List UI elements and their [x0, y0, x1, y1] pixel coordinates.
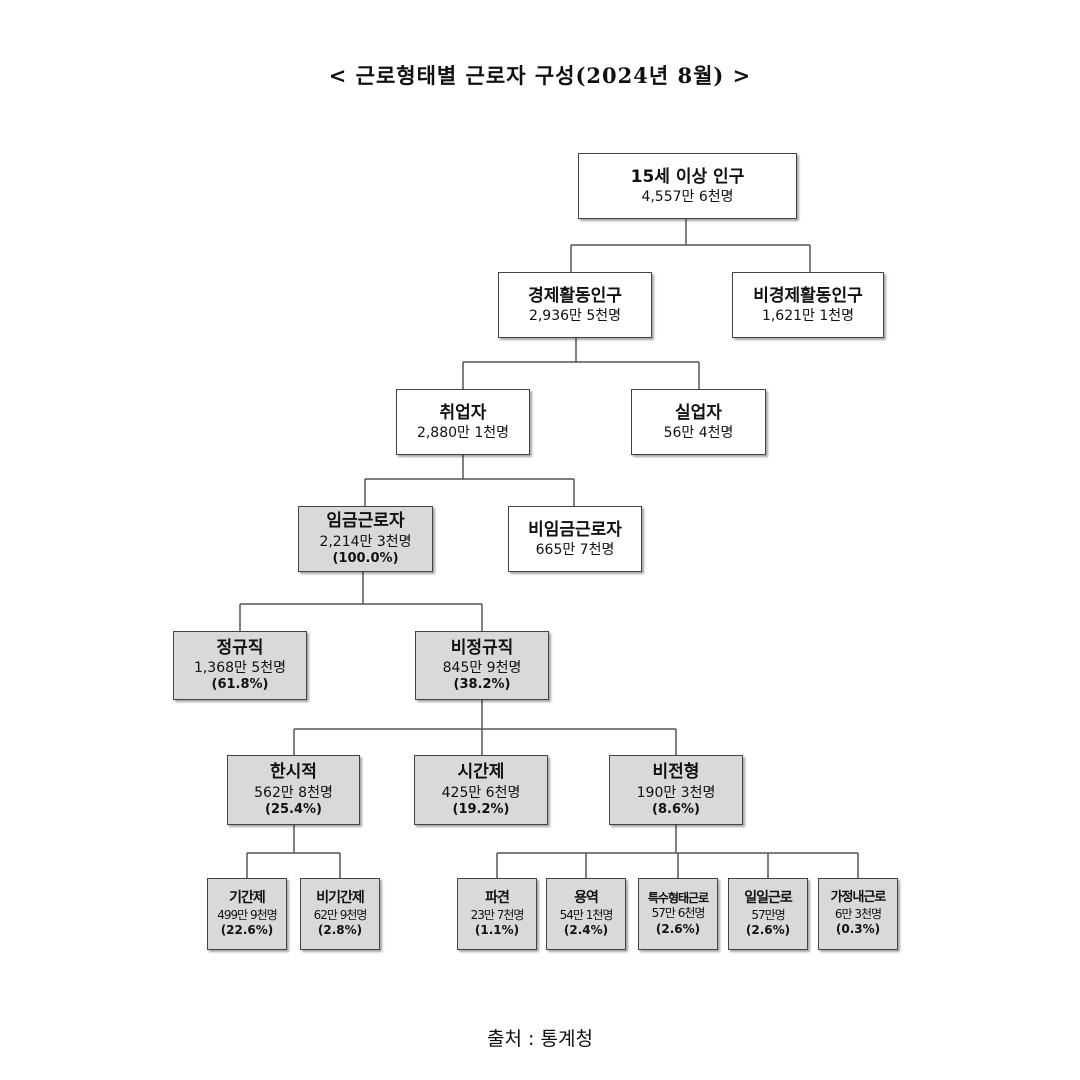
node-label: 일일근로 [744, 890, 793, 907]
node-economically-active: 경제활동인구 2,936만 5천명 [498, 272, 652, 338]
node-value: 54만 1천명 [559, 907, 614, 922]
node-label: 비전형 [652, 762, 700, 783]
node-daily-work: 일일근로 57만명 (2.6%) [728, 878, 808, 950]
page-title: < 근로형태별 근로자 구성(2024년 8월) > [328, 63, 752, 88]
node-label: 15세 이상 인구 [630, 166, 745, 187]
node-employed: 취업자 2,880만 1천명 [396, 389, 530, 455]
node-value: 1,368만 5천명 [193, 660, 287, 676]
node-value: 665만 7천명 [535, 541, 615, 558]
node-value: 425만 6천명 [441, 784, 521, 801]
node-value: 62만 9천명 [313, 907, 368, 922]
node-percent: (61.8%) [211, 677, 269, 693]
node-value: 23만 7천명 [470, 907, 525, 922]
node-percent: (1.1%) [474, 923, 520, 938]
node-percent: (2.6%) [655, 921, 701, 936]
node-value: 2,880만 1천명 [416, 424, 510, 441]
node-non-fixed-term: 비기간제 62만 9천명 (2.8%) [300, 878, 380, 950]
node-label: 비임금근로자 [528, 519, 622, 540]
node-value: 2,936만 5천명 [528, 307, 622, 324]
node-label: 파견 [485, 890, 510, 907]
node-part-time: 시간제 425만 6천명 (19.2%) [414, 755, 548, 825]
node-percent: (2.6%) [745, 923, 791, 938]
node-label: 정규직 [216, 637, 264, 658]
node-label: 한시적 [270, 762, 317, 783]
node-special-employment: 특수형태근로 57만 6천명 (2.6%) [638, 878, 718, 950]
node-percent: (100.0%) [332, 550, 399, 566]
node-value: 190만 3천명 [636, 784, 716, 801]
node-value: 6만 3천명 [834, 906, 882, 921]
node-label: 시간제 [457, 762, 505, 783]
node-label: 특수형태근로 [647, 890, 709, 905]
node-percent: (22.6%) [220, 923, 274, 938]
node-wage-workers: 임금근로자 2,214만 3천명 (100.0%) [298, 506, 433, 572]
node-value: 499만 9천명 [217, 907, 277, 922]
node-label: 임금근로자 [326, 511, 405, 532]
node-label: 비정규직 [450, 637, 514, 658]
node-percent: (38.2%) [453, 677, 511, 693]
node-label: 경제활동인구 [528, 285, 622, 306]
node-label: 비기간제 [316, 890, 365, 907]
node-value: 1,621만 1천명 [761, 307, 855, 324]
node-atypical: 비전형 190만 3천명 (8.6%) [609, 755, 743, 825]
node-population-15plus: 15세 이상 인구 4,557만 6천명 [578, 153, 797, 219]
node-percent: (8.6%) [652, 801, 700, 817]
node-percent: (2.4%) [563, 923, 609, 938]
node-domestic-work: 가정내근로 6만 3천명 (0.3%) [818, 878, 898, 950]
node-percent: (25.4%) [265, 801, 322, 817]
node-non-regular: 비정규직 845만 9천명 (38.2%) [415, 631, 549, 700]
node-label: 기간제 [229, 890, 266, 907]
node-value: 57만 6천명 [651, 906, 706, 921]
node-unemployed: 실업자 56만 4천명 [631, 389, 766, 455]
node-non-wage-workers: 비임금근로자 665만 7천명 [508, 506, 642, 572]
node-economically-inactive: 비경제활동인구 1,621만 1천명 [732, 272, 884, 338]
node-label: 용역 [574, 890, 599, 907]
node-fixed-term: 기간제 499만 9천명 (22.6%) [207, 878, 287, 950]
node-value: 2,214만 3천명 [319, 533, 412, 550]
node-label: 비경제활동인구 [753, 285, 863, 306]
node-percent: (19.2%) [452, 801, 510, 817]
source-note: 출처 : 통계청 [487, 1028, 593, 1050]
node-value: 56만 4천명 [663, 424, 734, 441]
node-label: 실업자 [675, 402, 722, 423]
node-label: 취업자 [439, 402, 487, 423]
node-value: 562만 8천명 [254, 784, 333, 801]
node-regular: 정규직 1,368만 5천명 (61.8%) [173, 631, 307, 700]
node-contract: 용역 54만 1천명 (2.4%) [546, 878, 626, 950]
node-dispatch: 파견 23만 7천명 (1.1%) [457, 878, 537, 950]
node-percent: (2.8%) [317, 923, 363, 938]
node-value: 57만명 [751, 907, 785, 922]
node-temporary: 한시적 562만 8천명 (25.4%) [227, 755, 360, 825]
node-value: 845만 9천명 [442, 660, 522, 676]
node-percent: (0.3%) [835, 922, 881, 937]
node-label: 가정내근로 [830, 889, 887, 905]
node-value: 4,557만 6천명 [641, 188, 734, 205]
